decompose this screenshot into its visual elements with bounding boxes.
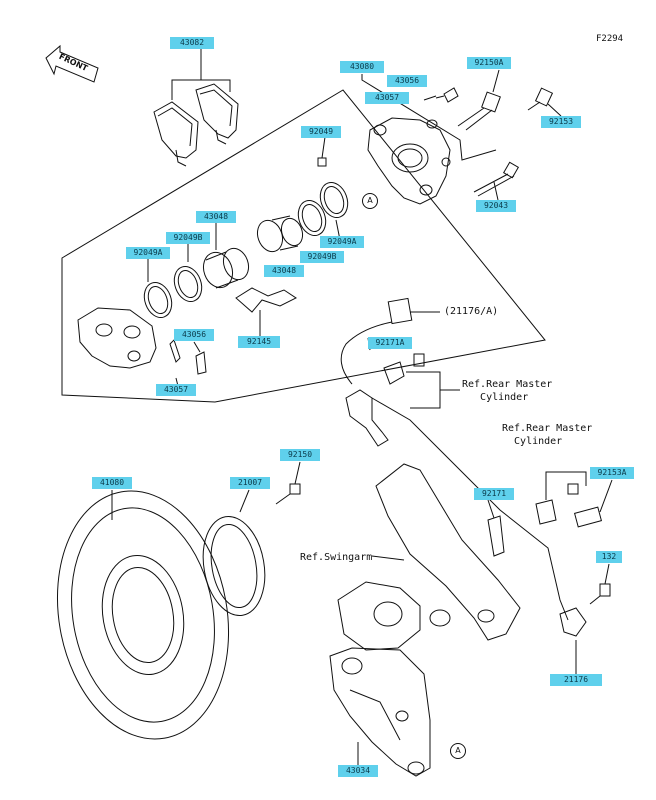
part-label-92049A-left[interactable]: 92049A <box>126 247 170 259</box>
bracket-43034-drawing <box>329 647 431 777</box>
part-label-92049B-left[interactable]: 92049B <box>166 232 210 244</box>
part-label-21007[interactable]: 21007 <box>230 477 270 489</box>
seal-92049A-top-drawing <box>319 182 349 218</box>
part-label-43056-low[interactable]: 43056 <box>174 329 214 341</box>
ref-rear-master-cylinder-1: Ref.Rear Master Cylinder <box>462 379 553 403</box>
part-label-43048-top[interactable]: 43048 <box>196 211 236 223</box>
seal-92049B-left-drawing <box>173 266 203 302</box>
ref-swingarm: Ref.Swingarm <box>300 552 373 563</box>
part-label-43056-top[interactable]: 43056 <box>387 75 427 87</box>
part-label-92153[interactable]: 92153 <box>541 116 581 128</box>
part-label-92049[interactable]: 92049 <box>301 126 341 138</box>
front-arrow-icon <box>45 44 99 83</box>
connector-drawing <box>387 297 440 325</box>
part-label-92049A-top[interactable]: 92049A <box>320 236 364 248</box>
caliper-body-drawing <box>77 307 157 369</box>
bolt-92150-drawing <box>275 483 301 505</box>
part-label-43057-top[interactable]: 43057 <box>365 92 409 104</box>
part-label-92150A[interactable]: 92150A <box>467 57 511 69</box>
brake-pads-drawing <box>153 83 239 167</box>
part-label-41080[interactable]: 41080 <box>92 477 132 489</box>
ref-connector: (21176/A) <box>444 306 499 317</box>
clamp-92171A-drawing <box>383 353 425 385</box>
sensor-21176-drawing <box>559 607 587 637</box>
bolt-92153A-drawing <box>573 506 603 528</box>
piston-43048-left-drawing <box>202 247 250 289</box>
part-label-92049B-top[interactable]: 92049B <box>300 251 344 263</box>
part-label-92171[interactable]: 92171 <box>474 488 514 500</box>
part-label-43034[interactable]: 43034 <box>338 765 378 777</box>
swingarm-drawing <box>337 463 521 651</box>
caliper-bracket-drawing <box>367 117 451 205</box>
part-label-43080[interactable]: 43080 <box>340 61 384 73</box>
bolt-92150A-drawing <box>457 91 501 131</box>
clamp-92171-drawing <box>487 515 505 557</box>
seal-92049B-top-drawing <box>297 200 327 236</box>
spring-92145-drawing <box>235 287 297 313</box>
part-label-43048-mid[interactable]: 43048 <box>264 265 304 277</box>
callout-a-top: A <box>362 193 378 209</box>
figure-code: F2294 <box>596 34 624 44</box>
callout-a-bottom: A <box>450 743 466 759</box>
bolt-92153-drawing <box>527 87 554 111</box>
ref-rear-master-cylinder-2: Ref.Rear Master Cylinder <box>502 423 593 447</box>
part-label-92171A[interactable]: 92171A <box>368 337 412 349</box>
part-label-92043[interactable]: 92043 <box>476 200 516 212</box>
part-label-43057-low[interactable]: 43057 <box>156 384 196 396</box>
part-label-92153A[interactable]: 92153A <box>590 467 634 479</box>
caliper-assembly-outline <box>61 89 546 403</box>
part-label-92145[interactable]: 92145 <box>238 336 280 348</box>
part-label-21176[interactable]: 21176 <box>550 674 602 686</box>
part-label-43082[interactable]: 43082 <box>170 37 214 49</box>
abs-rotor-21007-drawing <box>202 515 266 617</box>
part-label-132[interactable]: 132 <box>596 551 622 563</box>
brake-disc-drawing <box>56 490 230 740</box>
bolt-132-drawing <box>589 583 611 605</box>
pin-92043-drawing <box>473 161 520 197</box>
part-label-92150[interactable]: 92150 <box>280 449 320 461</box>
seal-92049A-left-drawing <box>143 282 173 318</box>
piston-43048-top-drawing <box>256 215 304 253</box>
